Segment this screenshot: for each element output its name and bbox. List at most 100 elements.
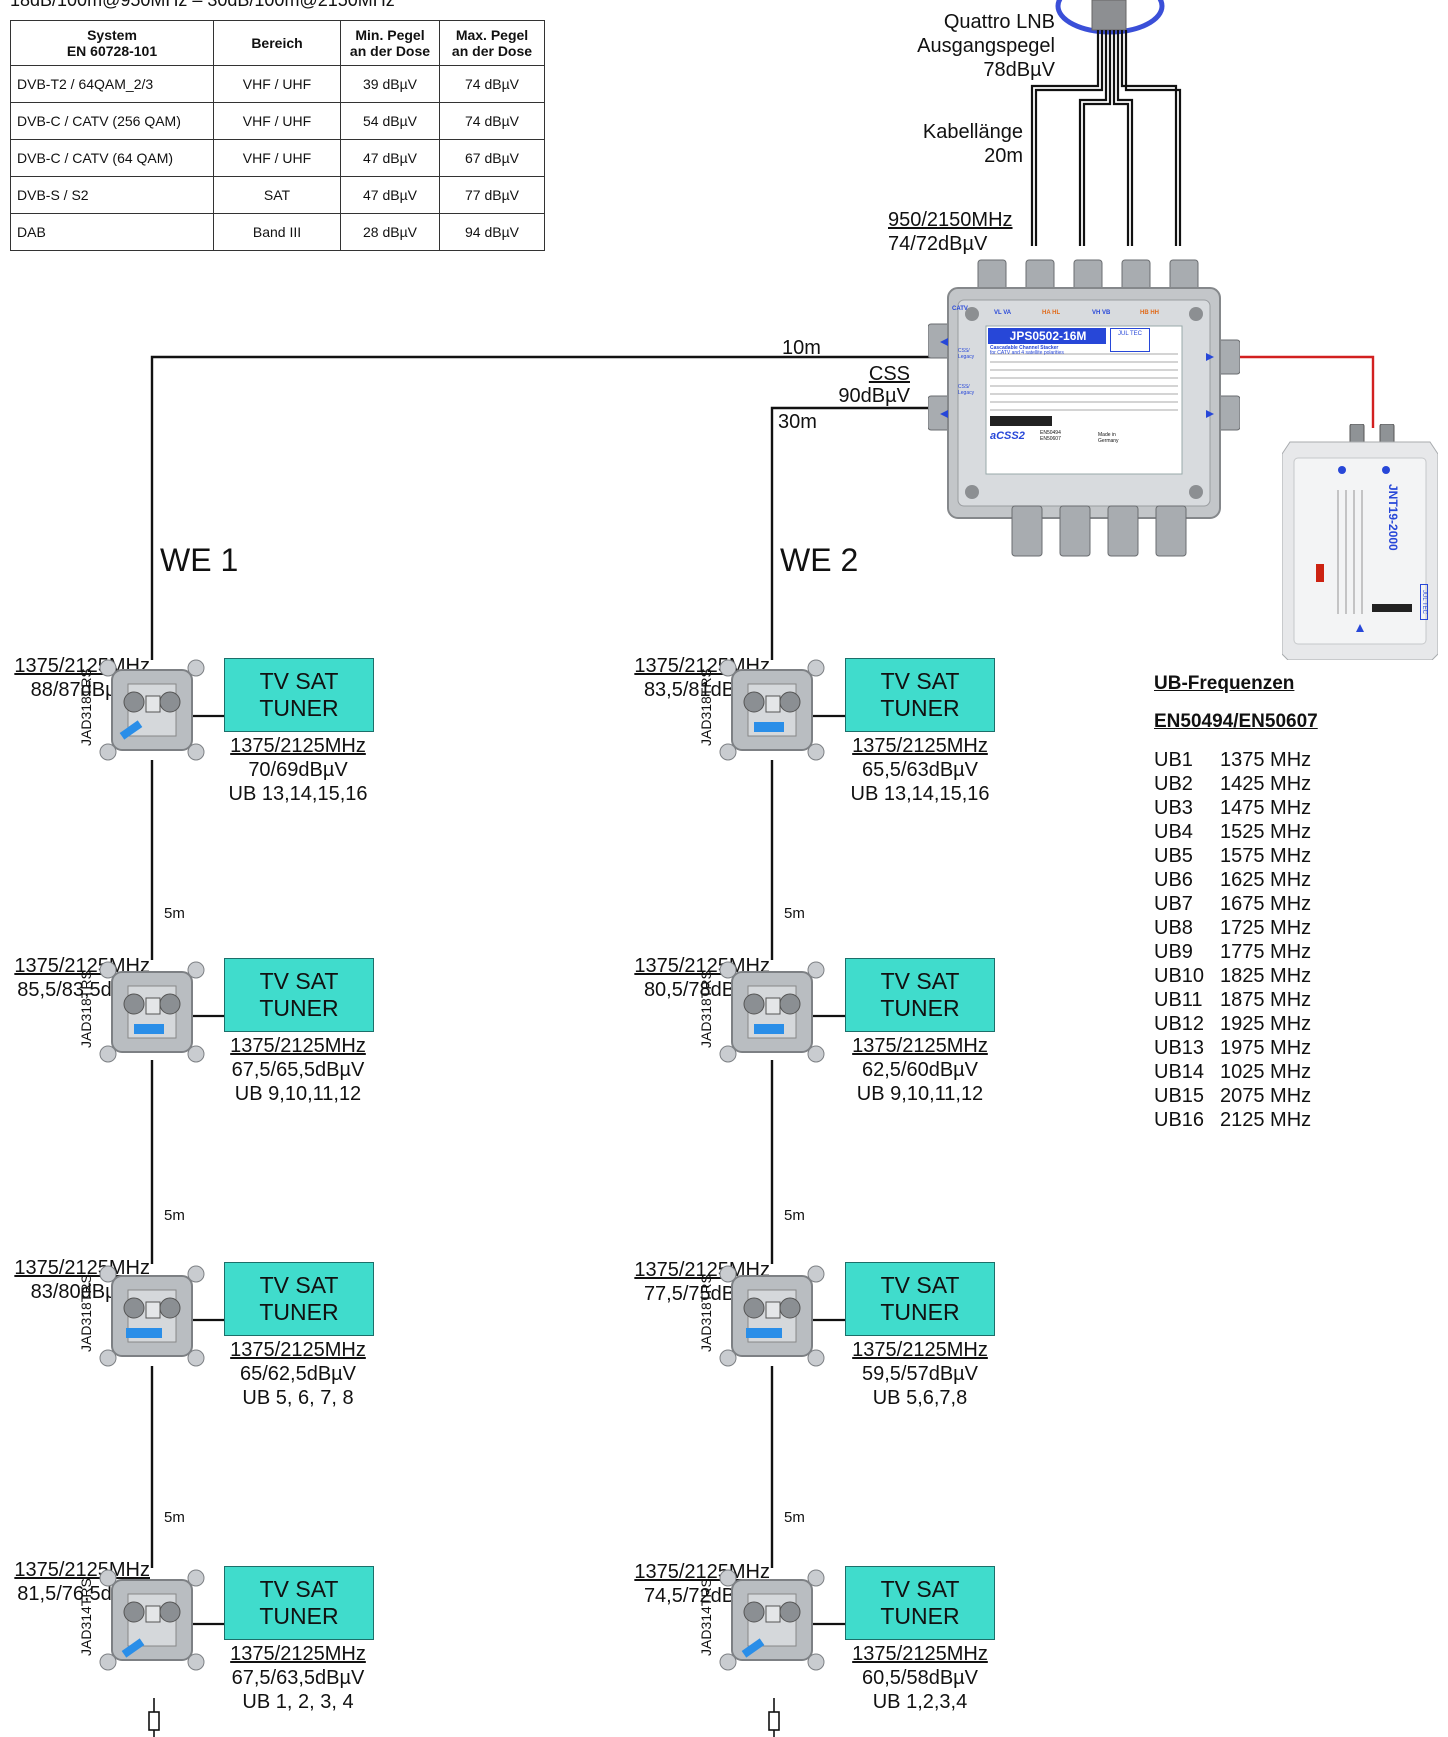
tuner-level: 70/69dBµV: [248, 759, 348, 781]
stacker-port-label: VL VA: [994, 310, 1012, 316]
stacker-port-label: HA HL: [1042, 310, 1061, 316]
table-cell: 54 dBµV: [340, 102, 440, 140]
stacker-subtitle2: for CATV and 4 satellite polarities: [990, 350, 1064, 356]
wall-outlet-icon: [99, 1265, 205, 1367]
stacker-drawing: [927, 259, 1241, 557]
outlet-type-label: JAD318TRS: [698, 668, 714, 746]
outlet-type-label: JAD318TRS: [698, 970, 714, 1048]
stacker-norm2: EN50607: [1040, 436, 1061, 442]
channel-stacker-device: JPS0502-16M JUL TEC Cascadable Channel S…: [927, 244, 1241, 564]
wall-outlet-icon: [719, 1569, 825, 1671]
ub-frequencies-norm: EN50494/EN50607: [1154, 711, 1318, 732]
lnb-body: [1091, 0, 1127, 31]
outlet-input-level: 83,5/81dBµV: [643, 679, 760, 701]
tuner-ub: UB 13,14,15,16: [228, 783, 368, 805]
power-supply-device: JNT19-2000 JUL TEC: [1281, 423, 1439, 661]
tuner-freq: 1375/2125MHz: [230, 1035, 366, 1057]
outlet-input-level: 80,5/78dBµV: [643, 979, 760, 1001]
tuner-freq: 1375/2125MHz: [230, 735, 366, 757]
tuner-freq: 1375/2125MHz: [852, 1643, 988, 1665]
tuner-label: TUNER: [880, 1603, 960, 1629]
wall-outlet-icon: [99, 1569, 205, 1671]
stacker-port-label: VH VB: [1092, 310, 1111, 316]
tuner-freq: 1375/2125MHz: [852, 1035, 988, 1057]
table-cell: 67 dBµV: [439, 139, 545, 177]
cable-attenuation-note: 18dB/100m@950MHz – 30dB/100m@2150MHz: [10, 0, 395, 10]
segment-length: 5m: [784, 1207, 805, 1224]
tuner-freq: 1375/2125MHz: [852, 735, 988, 757]
stacker-input-freq: 950/2150MHz: [888, 209, 1013, 231]
outlet-type-label: JAD318TRS: [78, 668, 94, 746]
outlet-type-label: JAD318TRS: [78, 970, 94, 1048]
tuner-level: 67,5/63,5dBµV: [231, 1667, 365, 1689]
table-header: Bereich: [213, 20, 341, 66]
tuner-ub: UB 9,10,11,12: [234, 1083, 362, 1105]
segment-length: 5m: [164, 905, 185, 922]
we1-title: WE 1: [160, 542, 239, 578]
stacker-output-b-label: CSS/ Legacy: [958, 384, 975, 396]
tuner-label: TUNER: [880, 995, 960, 1021]
outlet-input-level: 77,5/75dBµV: [643, 1283, 760, 1305]
we2-trunk-length: 30m: [778, 411, 817, 433]
tuner-label: TV SAT: [259, 968, 339, 994]
outlet-input-level: 83/80dBµV: [30, 1281, 130, 1303]
tuner-level: 62,5/60dBµV: [861, 1059, 979, 1081]
tuner-label: TUNER: [259, 695, 339, 721]
tuner-label: TV SAT: [880, 1576, 960, 1602]
tuner-ub: UB 1,2,3,4: [872, 1691, 968, 1713]
outlet-type-label: JAD314TRS: [78, 1578, 94, 1656]
cable-length-label: Kabellänge: [922, 121, 1023, 143]
tuner-label: TUNER: [880, 695, 960, 721]
stacker-logo: aCSS2: [990, 430, 1025, 442]
table-cell: VHF / UHF: [213, 102, 341, 140]
tuner-freq: 1375/2125MHz: [230, 1339, 366, 1361]
wall-outlet-icon: [719, 961, 825, 1063]
segment-length: 5m: [784, 1509, 805, 1526]
tuner-label: TUNER: [259, 995, 339, 1021]
outlet-input-level: 74,5/72dBµV: [643, 1585, 760, 1607]
table-cell: 47 dBµV: [340, 176, 440, 214]
stacker-made-in: Made in Germany: [1098, 432, 1119, 444]
table-cell: DVB-C / CATV (256 QAM): [10, 102, 214, 140]
we2-title: WE 2: [780, 542, 859, 578]
outlet-type-label: JAD318TRS: [78, 1274, 94, 1352]
tuner-ub: UB 5,6,7,8: [872, 1387, 968, 1409]
table-cell: DVB-S / S2: [10, 176, 214, 214]
stacker-output-a-label: CSS/ Legacy: [958, 348, 975, 360]
table-cell: 28 dBµV: [340, 213, 440, 251]
table-cell: 39 dBµV: [340, 65, 440, 103]
table-cell: VHF / UHF: [213, 65, 341, 103]
tuner-freq: 1375/2125MHz: [230, 1643, 366, 1665]
stacker-catv-label: CATV: [952, 306, 968, 312]
wall-outlet-icon: [99, 659, 205, 761]
stacker-brand: JUL TEC: [1110, 328, 1150, 352]
wall-outlet-icon: [99, 961, 205, 1063]
segment-length: 5m: [164, 1207, 185, 1224]
psu-model: JNT19-2000: [1386, 484, 1400, 551]
lnb-cables: [1030, 30, 1182, 246]
table-cell: DAB: [10, 213, 214, 251]
